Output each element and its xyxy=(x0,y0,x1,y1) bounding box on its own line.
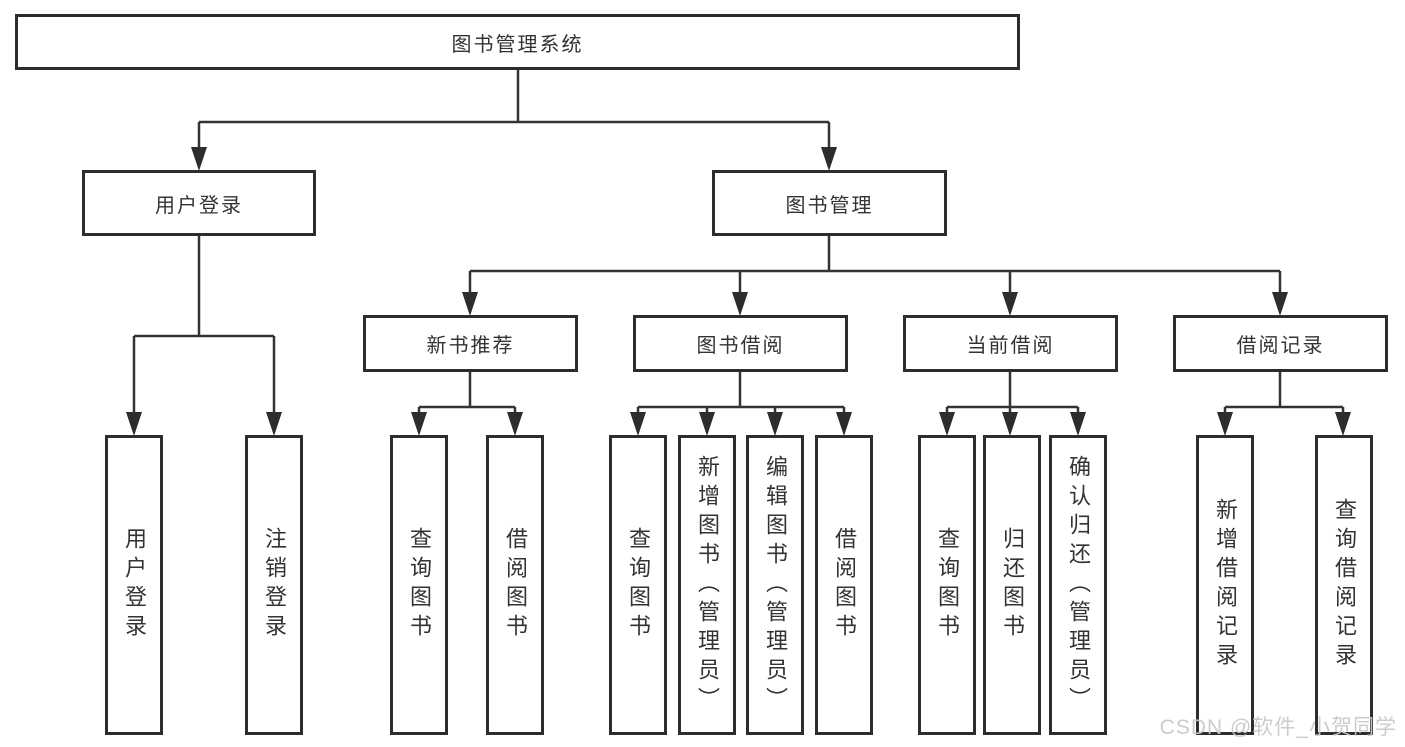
leaf-add-borrow-record: 新增借阅记录 xyxy=(1196,435,1254,735)
leaf-label: 借阅图书 xyxy=(503,527,528,643)
arrowhead-icons xyxy=(126,147,1351,436)
leaf-label: 借阅图书 xyxy=(832,527,857,643)
node-book-management: 图书管理 xyxy=(712,170,947,236)
leaf-return-books: 归还图书 xyxy=(983,435,1041,735)
leaf-query-books-current: 查询图书 xyxy=(918,435,976,735)
node-user-login: 用户登录 xyxy=(82,170,316,236)
leaf-borrow-books: 借阅图书 xyxy=(815,435,873,735)
leaf-query-books-borrow: 查询图书 xyxy=(609,435,667,735)
leaf-label: 查询图书 xyxy=(935,527,960,643)
leaf-borrow-books-recommend: 借阅图书 xyxy=(486,435,544,735)
leaf-label: 查询借阅记录 xyxy=(1332,498,1357,672)
leaf-edit-books-admin: 编辑图书（管理员） xyxy=(746,435,804,735)
leaf-label: 查询图书 xyxy=(626,527,651,643)
leaf-query-borrow-record: 查询借阅记录 xyxy=(1315,435,1373,735)
leaf-label: 注销登录 xyxy=(262,527,287,643)
leaf-add-books-admin: 新增图书（管理员） xyxy=(678,435,736,735)
node-borrow-records: 借阅记录 xyxy=(1173,315,1388,372)
leaf-label: 新增借阅记录 xyxy=(1213,498,1238,672)
leaf-confirm-return-admin: 确认归还（管理员） xyxy=(1049,435,1107,735)
node-library-management-system: 图书管理系统 xyxy=(15,14,1020,70)
leaf-label: 新增图书（管理员） xyxy=(695,454,720,716)
csdn-watermark: CSDN @软件_小贺同学 xyxy=(1159,716,1397,739)
leaf-query-books-recommend: 查询图书 xyxy=(390,435,448,735)
leaf-label: 用户登录 xyxy=(122,527,147,643)
leaf-label: 归还图书 xyxy=(1000,527,1025,643)
node-book-borrow: 图书借阅 xyxy=(633,315,848,372)
node-current-borrow: 当前借阅 xyxy=(903,315,1118,372)
leaf-user-login: 用户登录 xyxy=(105,435,163,735)
leaf-label: 查询图书 xyxy=(407,527,432,643)
leaf-label: 编辑图书（管理员） xyxy=(763,454,788,716)
leaf-label: 确认归还（管理员） xyxy=(1066,454,1091,716)
node-new-book-recommend: 新书推荐 xyxy=(363,315,578,372)
leaf-logout: 注销登录 xyxy=(245,435,303,735)
